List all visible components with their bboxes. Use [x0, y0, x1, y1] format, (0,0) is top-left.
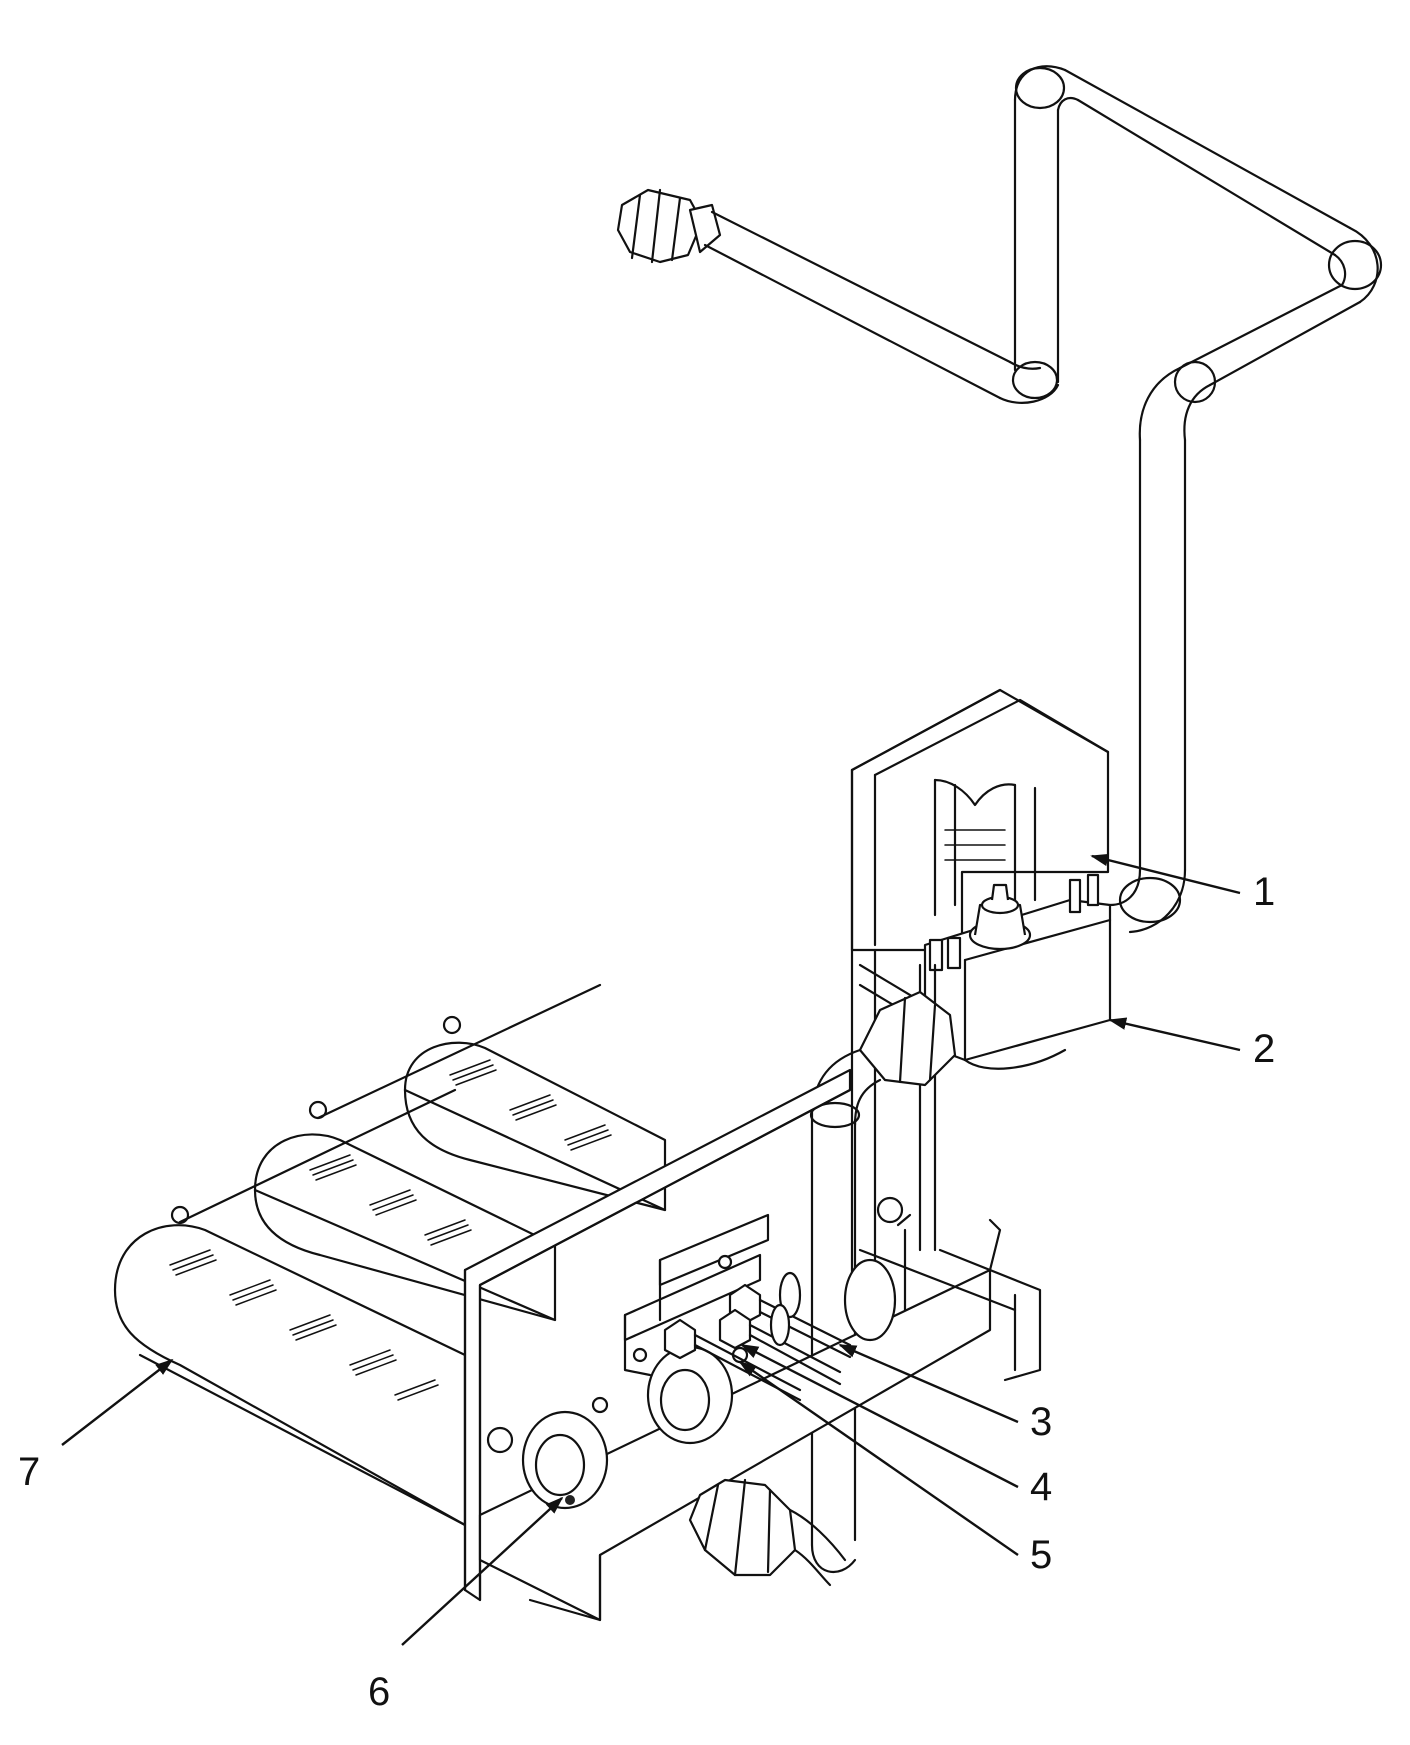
callout-2: 2	[1253, 1027, 1275, 1071]
leader-2	[1108, 1017, 1241, 1052]
callout-labels: 1 2 3 4 5 6 7	[18, 870, 1275, 1714]
callout-3: 3	[1030, 1400, 1052, 1444]
mounting-screw	[876, 1196, 904, 1224]
leader-6	[401, 1496, 564, 1646]
manifold-nut	[858, 990, 957, 1087]
inlet-elbow-lower	[688, 1478, 847, 1587]
leader-4	[740, 1343, 1019, 1489]
burner-assembly	[113, 983, 667, 1527]
gas-supply-pipe	[616, 65, 1383, 934]
mounting-screw	[486, 1426, 514, 1454]
callout-5: 5	[1030, 1533, 1052, 1577]
gas-control-valve	[850, 688, 1112, 1322]
inlet-fitting	[616, 188, 722, 264]
leaders	[61, 853, 1241, 1646]
burner-front	[113, 1224, 467, 1527]
callout-1: 1	[1253, 870, 1275, 914]
burner-stud	[442, 1015, 462, 1035]
callout-6: 6	[368, 1670, 390, 1714]
mounting-screw	[591, 1396, 609, 1414]
leader-7	[61, 1358, 174, 1446]
leader-1	[1090, 853, 1241, 895]
orifice	[565, 1495, 575, 1505]
manifold-pipe	[809, 1048, 882, 1574]
burner-port	[843, 1258, 897, 1342]
leader-3	[838, 1343, 1019, 1424]
burner-back	[403, 1041, 667, 1212]
callout-4: 4	[1030, 1465, 1052, 1509]
callout-7: 7	[18, 1450, 40, 1494]
burner-stud	[170, 1205, 190, 1225]
pilot-assembly	[623, 1213, 912, 1402]
leader-5	[738, 1360, 1019, 1556]
burner-port	[521, 1410, 609, 1510]
burner-mounting-plate	[463, 1068, 1042, 1622]
